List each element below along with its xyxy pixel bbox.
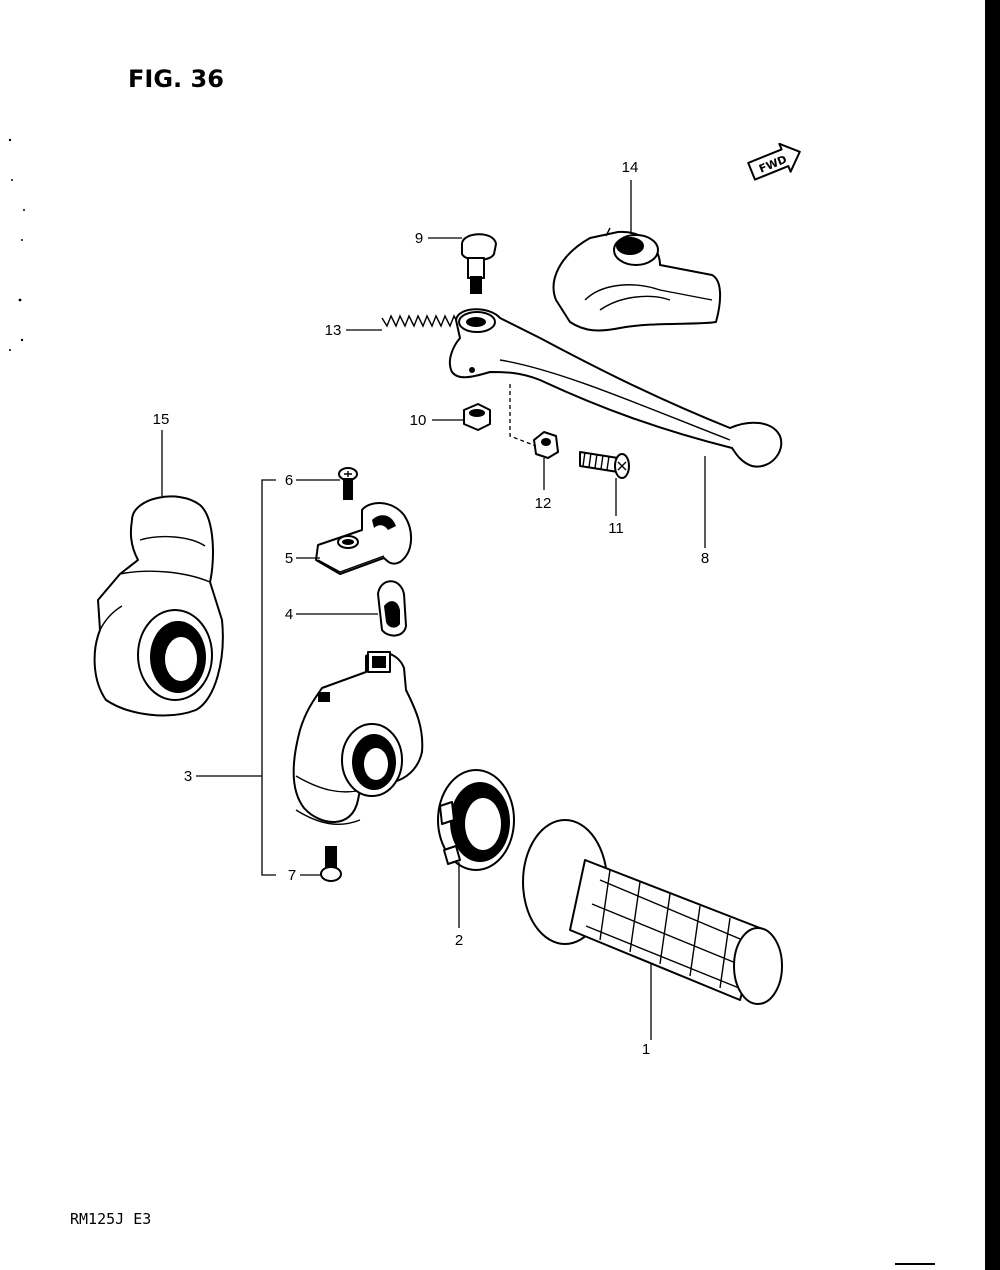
clutch-lever-8 <box>448 308 783 468</box>
callout-2: 2 <box>455 932 463 949</box>
callout-12: 12 <box>535 495 552 512</box>
throttle-pulley-2 <box>437 769 515 871</box>
model-code: RM125J E3 <box>70 1210 151 1228</box>
adjuster-screw-11 <box>579 451 630 479</box>
callout-15: 15 <box>153 411 170 428</box>
fwd-arrow-icon: FWD <box>747 142 801 181</box>
throttle-housing-3 <box>292 651 424 825</box>
pivot-bolt-9 <box>461 233 497 294</box>
housing-cover-15 <box>93 495 224 717</box>
nut-12 <box>533 431 559 459</box>
margin-specks <box>8 138 935 1265</box>
callout-5: 5 <box>285 550 293 567</box>
callout-1: 1 <box>642 1041 650 1058</box>
callout-10: 10 <box>410 412 427 429</box>
housing-cap-5 <box>315 502 412 575</box>
callout-11: 11 <box>608 520 624 537</box>
callout-labels: 1 2 3 4 5 6 7 8 9 10 11 12 13 14 15 <box>153 159 710 1058</box>
page-edge-bar <box>985 0 1000 1270</box>
nut-10 <box>463 403 491 431</box>
callout-8: 8 <box>701 550 709 567</box>
callout-13: 13 <box>325 322 342 339</box>
callout-6: 6 <box>285 472 293 489</box>
callout-14: 14 <box>622 159 639 176</box>
screw-7 <box>320 846 342 882</box>
leader-lines <box>161 180 706 1040</box>
cable-guide-4 <box>377 580 407 637</box>
callout-4: 4 <box>285 606 293 623</box>
callout-7: 7 <box>288 867 296 884</box>
handlebar-grip-1 <box>522 819 783 1005</box>
callout-9: 9 <box>415 230 423 247</box>
figure-title: FIG. 36 <box>128 65 224 93</box>
lever-cover-14 <box>552 227 722 332</box>
callout-3: 3 <box>184 768 192 785</box>
screw-6 <box>338 467 358 500</box>
